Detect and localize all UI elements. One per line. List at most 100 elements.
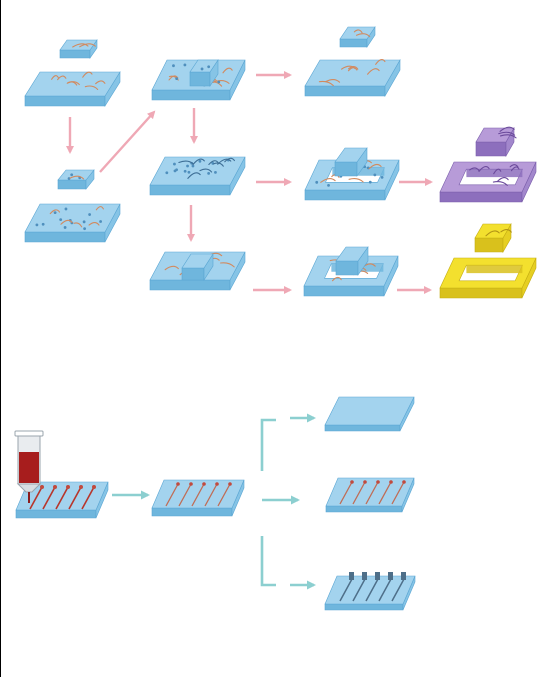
slab-top-face <box>325 477 415 507</box>
fiber <box>208 160 220 165</box>
fiber <box>485 230 500 237</box>
slab-front-face <box>334 161 358 177</box>
particle <box>183 169 187 173</box>
channel-line <box>352 578 366 602</box>
fiber <box>348 66 359 70</box>
small-block <box>57 169 95 190</box>
channel-line <box>191 483 205 507</box>
fiber <box>187 172 201 179</box>
slab-top-face <box>59 39 98 51</box>
plate-with-posts <box>324 572 416 611</box>
channel-line <box>217 483 231 507</box>
slab-top-face <box>335 246 369 262</box>
slab-front-face <box>24 231 106 243</box>
channel-line <box>178 483 192 507</box>
fiber <box>510 166 520 172</box>
fiber <box>95 206 104 211</box>
fiber <box>478 166 490 172</box>
fiber <box>509 164 519 168</box>
fiber <box>469 167 480 172</box>
fiber <box>348 178 364 183</box>
ink-node <box>66 485 70 489</box>
post <box>349 572 354 580</box>
channel-node <box>402 480 406 484</box>
plate-col3-row1 <box>304 58 401 98</box>
slab-front-face <box>475 141 507 157</box>
fiber <box>95 80 106 85</box>
plate-with-ink <box>15 481 109 519</box>
ink-line <box>68 486 82 510</box>
particle <box>217 80 221 84</box>
plate-col2-row2 <box>149 156 246 196</box>
embedded-block <box>189 59 219 87</box>
particle <box>175 77 179 81</box>
channel-line <box>365 578 379 602</box>
fiber <box>367 68 380 75</box>
fiber <box>213 162 224 167</box>
slab-front-face <box>304 189 386 201</box>
fiber <box>164 265 179 271</box>
plate-with-channels <box>151 479 245 517</box>
fiber <box>192 158 205 166</box>
fiber <box>375 59 386 65</box>
channel-node <box>202 482 206 486</box>
particle <box>35 223 39 227</box>
branch-line-top <box>260 418 276 471</box>
channel-node <box>350 480 354 484</box>
small-block <box>59 39 98 59</box>
plate-with-channels <box>325 477 415 513</box>
fiber <box>51 75 59 80</box>
channel-line <box>339 481 353 505</box>
post <box>388 572 393 580</box>
slab-top-face <box>24 71 121 97</box>
fiber <box>178 160 194 165</box>
plate-col1-row1 <box>24 70 121 108</box>
plate-col1-row2 <box>24 203 121 243</box>
slab-top-face <box>189 59 219 73</box>
slab-front-face <box>325 505 403 513</box>
particle <box>41 222 45 226</box>
channel-line <box>165 483 179 507</box>
slab-top-face <box>304 59 401 87</box>
fiber <box>69 175 85 180</box>
fiber <box>355 33 371 38</box>
slab-top-face <box>57 169 95 181</box>
embedded-block <box>181 252 214 282</box>
particle <box>165 171 169 175</box>
particle <box>191 164 195 168</box>
slab-front-face <box>324 603 404 611</box>
particle <box>88 213 92 216</box>
particle <box>214 170 217 174</box>
channel-node <box>376 480 380 484</box>
fiber <box>325 79 341 83</box>
small-block <box>339 26 376 48</box>
particle <box>83 227 87 231</box>
slab-objects <box>14 26 537 611</box>
fiber <box>224 157 235 163</box>
slab-front-face <box>149 184 231 196</box>
particle <box>175 168 178 172</box>
particle <box>315 180 319 184</box>
fiber <box>72 43 89 48</box>
purple-cube <box>475 126 517 158</box>
fiber <box>222 67 233 74</box>
fiber <box>496 177 509 183</box>
fiber <box>49 209 61 215</box>
slab-front-face <box>57 179 87 190</box>
slab-front-face <box>304 85 386 97</box>
fiber <box>368 163 382 170</box>
ink-line <box>55 486 69 510</box>
slab-front-face <box>303 285 385 297</box>
syringe-icon <box>14 430 44 503</box>
fiber <box>79 43 96 48</box>
slab-top-face <box>324 575 416 605</box>
fiber <box>499 134 517 139</box>
frame-inner-wall <box>466 265 523 274</box>
slab-front-face <box>324 424 401 432</box>
slab-top-face <box>475 127 515 143</box>
post <box>362 572 367 580</box>
syringe-tip <box>16 483 42 493</box>
post <box>375 572 380 580</box>
particle <box>64 207 68 211</box>
